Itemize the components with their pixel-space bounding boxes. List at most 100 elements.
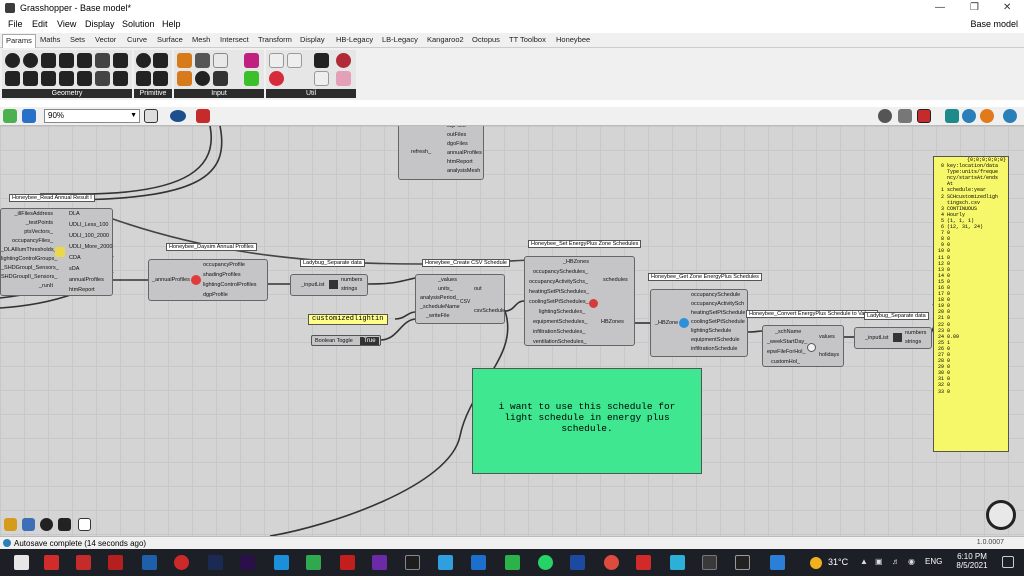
sketch-icon[interactable] xyxy=(196,109,210,123)
tab-sets[interactable]: Sets xyxy=(70,35,86,44)
taskbar-app-icon[interactable] xyxy=(306,555,321,570)
output-pin[interactable]: annualProfiles xyxy=(69,277,104,283)
param-box-icon[interactable] xyxy=(59,53,74,68)
output-pin[interactable]: DLA xyxy=(69,211,80,217)
input-pin[interactable]: _scheduleName xyxy=(420,304,460,310)
param-geometry-icon[interactable] xyxy=(113,71,128,86)
preview-mesh-icon[interactable] xyxy=(962,109,976,123)
output-pin[interactable]: out xyxy=(474,286,482,292)
param-arc-icon[interactable] xyxy=(41,53,56,68)
input-pin[interactable]: _values xyxy=(438,277,457,283)
photoshop-icon[interactable] xyxy=(208,555,223,570)
notification-icon[interactable] xyxy=(1002,556,1014,568)
revit-icon[interactable] xyxy=(142,555,157,570)
language-indicator[interactable]: ENG xyxy=(925,557,943,566)
input-pin[interactable]: equipmentSchedules_ xyxy=(533,319,588,325)
output-pin[interactable]: equipmentSchedule xyxy=(691,337,740,343)
input-pin[interactable]: _HBZones xyxy=(563,259,589,265)
preview-off-icon[interactable] xyxy=(878,109,892,123)
tab-display[interactable]: Display xyxy=(300,35,325,44)
volume-icon[interactable]: ♬ xyxy=(892,557,900,566)
tab-honeybee[interactable]: Honeybee xyxy=(556,35,591,44)
input-pin[interactable]: analysisPeriod_ xyxy=(420,295,459,301)
input-gradient-icon[interactable] xyxy=(244,53,259,68)
input-pin[interactable]: _SHDGroupI_Sensors_ xyxy=(1,265,59,271)
menu-display[interactable]: Display xyxy=(85,19,115,29)
rhino-icon[interactable] xyxy=(702,555,717,570)
input-list-icon[interactable] xyxy=(213,53,228,68)
close-icon[interactable]: ✕ xyxy=(1003,2,1012,13)
preview-wire-icon[interactable] xyxy=(898,109,912,123)
output-pin[interactable]: occupancySchedule xyxy=(691,292,741,298)
output-pin[interactable]: htmReport xyxy=(69,287,95,293)
output-pin[interactable]: HBZones xyxy=(601,319,624,325)
boolean-toggle[interactable]: Boolean Toggle True xyxy=(311,335,381,346)
schedule-name-panel[interactable]: customizedlightin xyxy=(308,314,388,325)
param-vector-icon[interactable] xyxy=(59,71,74,86)
input-pin[interactable]: coolingSetPtSchedules_ xyxy=(529,299,589,305)
param-circle-icon[interactable] xyxy=(23,53,38,68)
util-cherry-icon[interactable] xyxy=(269,71,284,86)
input-pin[interactable]: occupancyFiles_ xyxy=(12,238,53,244)
util-flask-icon[interactable] xyxy=(336,71,351,86)
output-pin[interactable]: sqlFiles xyxy=(447,126,466,129)
util-arrow-icon[interactable] xyxy=(314,71,329,86)
taskbar-app-icon[interactable] xyxy=(636,555,651,570)
output-pin[interactable]: outFiles xyxy=(447,132,467,138)
util-fitness-icon[interactable] xyxy=(336,53,351,68)
input-colour-icon[interactable] xyxy=(244,71,259,86)
open-file-icon[interactable] xyxy=(3,109,17,123)
input-pin[interactable]: infiltrationSchedules_ xyxy=(533,329,586,335)
param-text-icon[interactable] xyxy=(153,71,168,86)
network-icon[interactable]: ▣ xyxy=(875,557,883,566)
get-zone-energyplus-schedules-component[interactable]: _HBZone occupancySchedule occupancyActiv… xyxy=(650,289,748,357)
create-csv-schedule-component[interactable]: _values units_ analysisPeriod_ _schedule… xyxy=(415,274,505,324)
whatsapp-icon[interactable] xyxy=(538,555,553,570)
input-pin[interactable]: epwFileForHol_ xyxy=(767,349,806,355)
preview-material-icon[interactable] xyxy=(980,109,994,123)
param-number-icon[interactable] xyxy=(136,71,151,86)
taskbar-app-icon[interactable] xyxy=(471,555,486,570)
input-pin[interactable]: _runIt xyxy=(38,283,53,289)
taskbar-app-icon[interactable] xyxy=(174,555,189,570)
tab-curve[interactable]: Curve xyxy=(127,35,148,44)
tab-transform[interactable]: Transform xyxy=(258,35,292,44)
output-pin[interactable]: numbers xyxy=(341,277,363,283)
output-pin[interactable]: csvSchedule xyxy=(474,308,506,314)
input-pin[interactable]: ptsVectors_ xyxy=(24,229,53,235)
input-pin[interactable]: _writeFile xyxy=(426,313,450,319)
output-pin[interactable]: infiltrationSchedule xyxy=(691,346,738,352)
windows-start-icon[interactable] xyxy=(14,555,29,570)
taskbar-app-icon[interactable] xyxy=(570,555,585,570)
input-pin[interactable]: _DLAIllumThresholds_ xyxy=(1,247,57,253)
grasshopper-taskbar-icon[interactable] xyxy=(735,555,750,570)
lock-icon[interactable] xyxy=(58,518,71,531)
read-annual-result-component[interactable]: _illFilesAddress _testPoints ptsVectors_… xyxy=(0,208,113,296)
output-pin[interactable]: UDLI_100_2000 xyxy=(69,233,110,239)
eye-icon[interactable] xyxy=(170,110,186,122)
output-pin[interactable]: occupancyActivitySch xyxy=(691,301,745,307)
util-relay-icon[interactable] xyxy=(314,53,329,68)
menu-file[interactable]: File xyxy=(8,19,23,29)
taskbar-app-icon[interactable] xyxy=(340,555,355,570)
taskbar-app-icon[interactable] xyxy=(405,555,420,570)
param-curve-icon[interactable] xyxy=(41,71,56,86)
taskbar-app-icon[interactable] xyxy=(670,555,685,570)
taskbar-app-icon[interactable] xyxy=(44,555,59,570)
zoom-dropdown[interactable]: 90%▼ xyxy=(44,109,140,123)
param-line-icon[interactable] xyxy=(5,71,20,86)
grasshopper-canvas[interactable]: refresh_ sqlFiles outFiles dgoFiles annu… xyxy=(0,126,1024,536)
input-pin[interactable]: lightingSchedules_ xyxy=(539,309,586,315)
tab-tt-toolbox[interactable]: TT Toolbox xyxy=(509,35,546,44)
output-pin[interactable]: dgoFiles xyxy=(447,141,468,147)
menu-view[interactable]: View xyxy=(57,19,77,29)
taskbar-app-icon[interactable] xyxy=(372,555,387,570)
premiere-icon[interactable] xyxy=(240,555,255,570)
output-pin[interactable]: lightingSchedule xyxy=(691,328,732,334)
output-pin[interactable]: htmReport xyxy=(447,159,473,165)
tab-surface[interactable]: Surface xyxy=(157,35,183,44)
tab-maths[interactable]: Maths xyxy=(40,35,61,44)
output-pin[interactable]: UDLI_More_2000 xyxy=(69,244,113,250)
input-slider-icon[interactable] xyxy=(177,53,192,68)
